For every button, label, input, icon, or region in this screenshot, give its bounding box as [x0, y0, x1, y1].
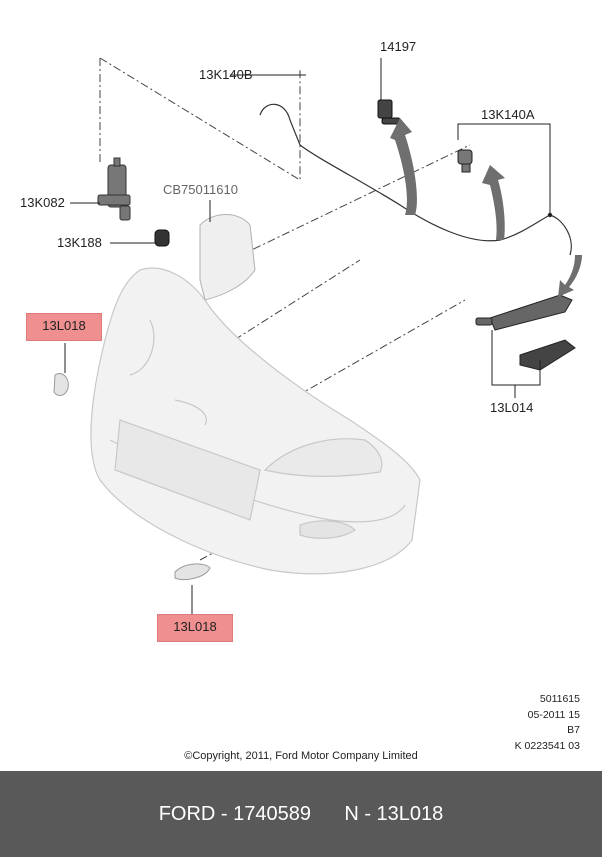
leader-lines	[64, 58, 551, 615]
label-CB75011610: CB75011610	[163, 182, 238, 197]
nozzle-13K140A	[457, 149, 473, 173]
meta-line-1: 5011615	[539, 693, 580, 705]
cover-cap-bottom	[174, 563, 211, 581]
label-13L014: 13L014	[490, 400, 534, 415]
headlamp-washer-jet	[475, 294, 576, 371]
direction-arrows	[390, 118, 582, 297]
label-13K082: 13K082	[20, 195, 65, 210]
label-13L018-bottom-highlight: 13L018	[157, 614, 233, 642]
washer-pump	[97, 157, 131, 221]
parts-diagram	[53, 57, 582, 615]
nozzle-14197	[377, 99, 401, 125]
label-13K140A: 13K140A	[481, 107, 535, 122]
label-13L018-top-highlight: 13L018	[26, 313, 102, 341]
bumper-illustration	[90, 267, 421, 575]
meta-line-3: B7	[567, 724, 580, 736]
label-13K140B: 13K140B	[199, 67, 253, 82]
label-13K188: 13K188	[57, 235, 102, 250]
washer-hose	[259, 103, 572, 256]
bracket	[199, 214, 256, 301]
footer-bar: FORD - 1740589 N - 13L018	[0, 771, 602, 857]
cover-cap-top	[53, 373, 69, 396]
diagram-metadata: 5011615 05-2011 15 B7 K 0223541 03	[460, 692, 580, 754]
footer-ref: N - 13L018	[344, 802, 444, 825]
label-14197: 14197	[380, 39, 417, 54]
meta-line-4: K 0223541 03	[514, 739, 580, 752]
copyright-notice: ©Copyright, 2011, Ford Motor Company Lim…	[184, 750, 418, 762]
grommet	[154, 229, 170, 247]
meta-line-2: 05-2011 15	[527, 708, 580, 721]
footer-spacer	[311, 803, 344, 826]
footer-brand-part: FORD - 1740589	[158, 802, 311, 825]
